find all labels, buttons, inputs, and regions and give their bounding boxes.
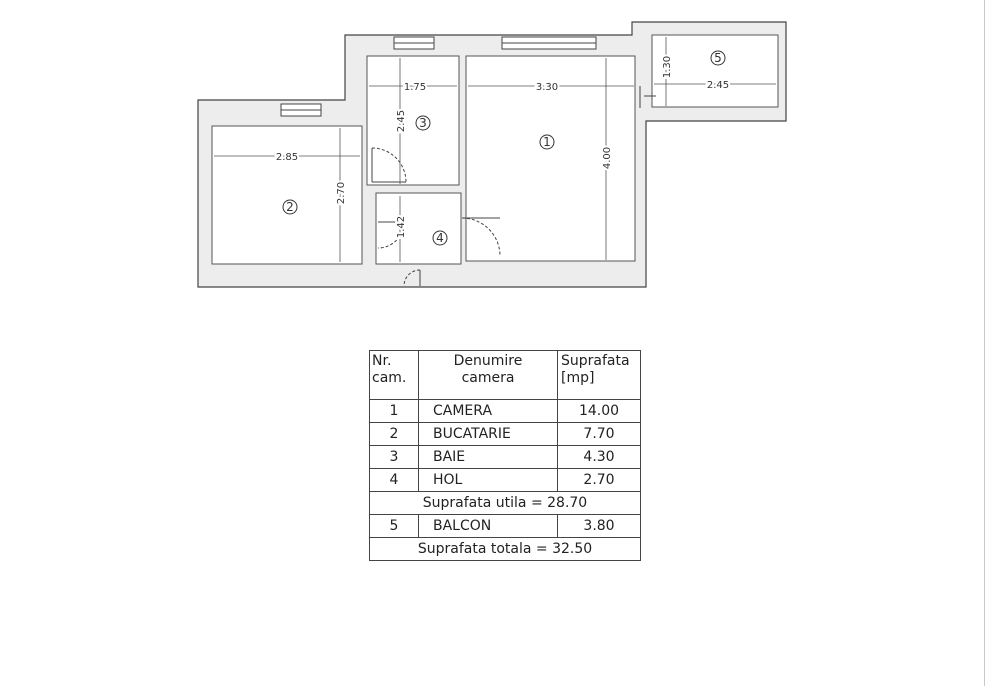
dim-camera-length: 4.00	[602, 147, 613, 169]
dim-balcon-length: 1.30	[662, 56, 673, 78]
svg-text:2: 2	[286, 200, 294, 214]
room-camera-floor	[465, 55, 636, 262]
floor-plan: 3.30 4.00 2.85 2.70 1.75 2.45 1.42 2.45 …	[197, 21, 787, 288]
dim-bucatarie-length: 2.70	[336, 182, 347, 204]
door-camera	[461, 217, 501, 257]
useful-total: Suprafata utila = 28.70	[369, 491, 641, 515]
dim-camera-width: 3.30	[536, 82, 558, 93]
dim-baie-length: 2.45	[396, 110, 407, 132]
table-row: 1 CAMERA 14.00	[369, 399, 641, 423]
dim-balcon-width: 2.45	[707, 80, 729, 91]
room-marker-4: 4	[432, 230, 448, 246]
door-entrance	[403, 269, 421, 287]
room-marker-2: 2	[282, 199, 298, 215]
row-nr: 3	[369, 445, 419, 469]
page-edge	[984, 0, 985, 686]
row-nr: 1	[369, 399, 419, 423]
table-header-row: Nr. cam. Denumire camera Suprafata [mp]	[369, 350, 641, 400]
row-area: 7.70	[557, 422, 641, 446]
table-row: 2 BUCATARIE 7.70	[369, 422, 641, 446]
row-name: HOL	[418, 468, 558, 492]
header-nr: Nr. cam.	[369, 350, 419, 400]
dim-hol-length: 1.42	[396, 216, 407, 238]
room-bucatarie-floor	[211, 125, 363, 265]
grand-total-row: Suprafata totala = 32.50	[369, 537, 641, 561]
table-row: 4 HOL 2.70	[369, 468, 641, 492]
row-name: BAIE	[418, 445, 558, 469]
dim-baie-width: 1.75	[404, 82, 426, 93]
dim-bucatarie-width: 2.85	[276, 152, 298, 163]
room-marker-1: 1	[539, 134, 555, 150]
svg-text:5: 5	[714, 51, 722, 65]
header-area: Suprafata [mp]	[557, 350, 641, 400]
room-balcon-floor	[651, 34, 779, 108]
row-name: CAMERA	[418, 399, 558, 423]
header-name: Denumire camera	[418, 350, 558, 400]
table-row: 5 BALCON 3.80	[369, 514, 641, 538]
svg-text:4: 4	[436, 231, 444, 245]
row-area: 14.00	[557, 399, 641, 423]
row-nr: 5	[369, 514, 419, 538]
grand-total: Suprafata totala = 32.50	[369, 537, 641, 561]
row-name: BALCON	[418, 514, 558, 538]
row-area: 3.80	[557, 514, 641, 538]
door-balcon	[639, 86, 656, 108]
area-table: Nr. cam. Denumire camera Suprafata [mp] …	[369, 350, 641, 561]
row-name: BUCATARIE	[418, 422, 558, 446]
room-baie-floor	[366, 55, 460, 186]
row-nr: 4	[369, 468, 419, 492]
row-nr: 2	[369, 422, 419, 446]
room-marker-3: 3	[415, 115, 431, 131]
row-area: 2.70	[557, 468, 641, 492]
row-area: 4.30	[557, 445, 641, 469]
svg-text:1: 1	[543, 135, 551, 149]
room-marker-5: 5	[710, 50, 726, 66]
table-row: 3 BAIE 4.30	[369, 445, 641, 469]
room-hol-floor	[375, 192, 462, 265]
useful-total-row: Suprafata utila = 28.70	[369, 491, 641, 515]
svg-text:3: 3	[419, 116, 427, 130]
